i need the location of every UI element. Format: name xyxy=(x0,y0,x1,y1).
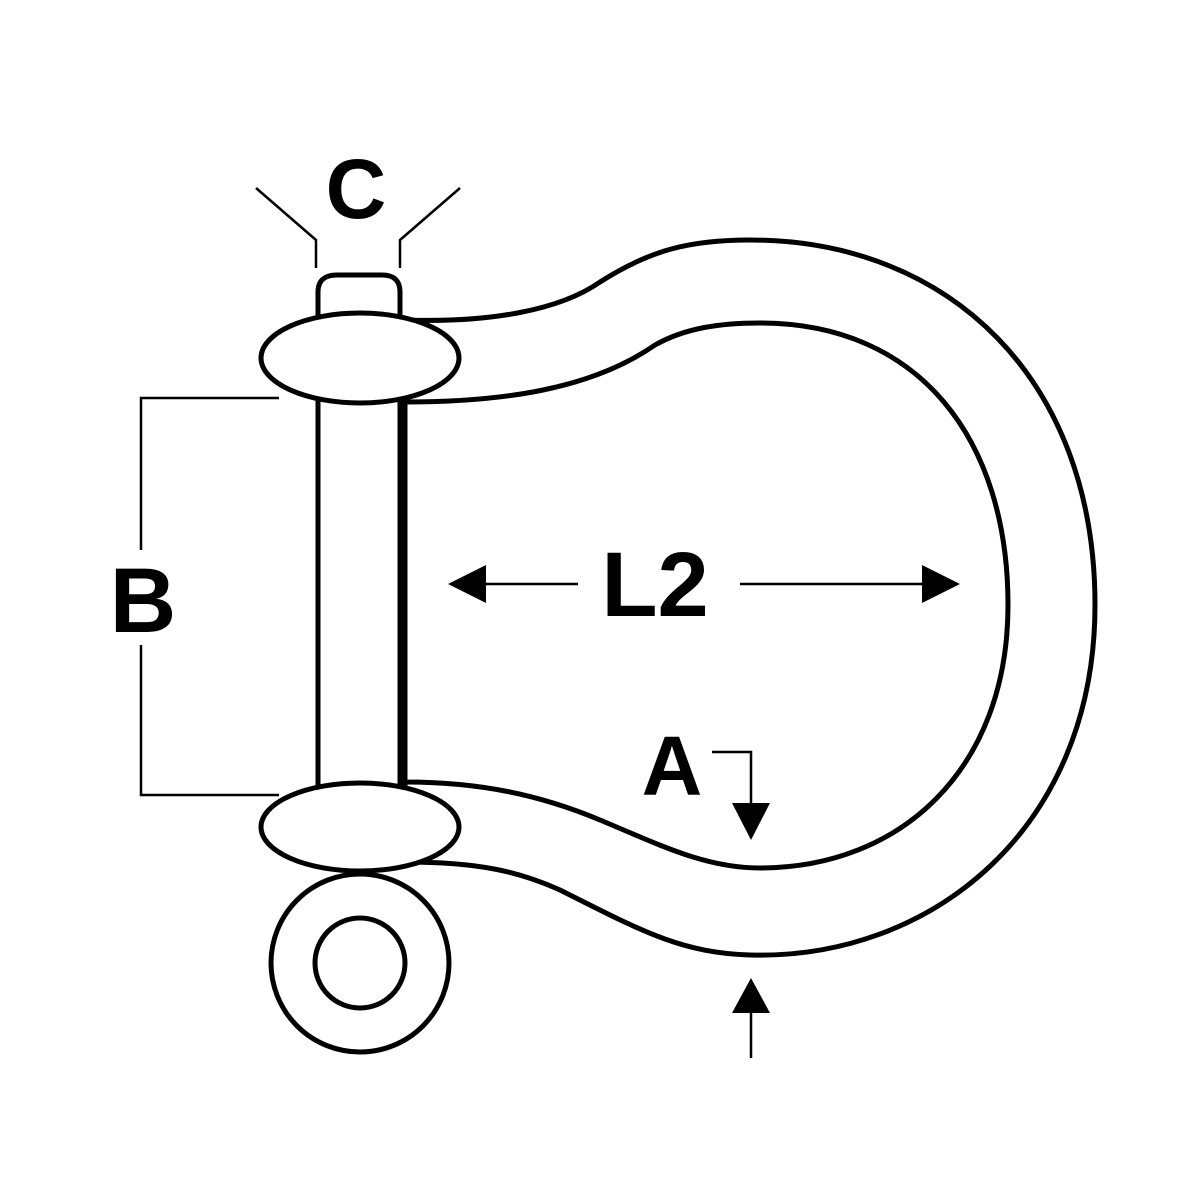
shackle-bow-inner xyxy=(402,320,1011,871)
dimension-a-top-leader xyxy=(712,750,753,808)
dimension-b-bracket-bottom xyxy=(139,645,279,797)
bottom-ear xyxy=(258,780,462,874)
dimension-c-label: C xyxy=(326,142,387,236)
dimension-a-top-arrowhead xyxy=(732,803,770,840)
dimension-l2-left-arrowhead xyxy=(448,565,486,603)
dimension-c-right-guide xyxy=(398,187,461,268)
dimension-l2-right-arrowhead xyxy=(922,565,960,603)
dimension-b-bracket-top xyxy=(139,396,279,550)
dimension-c-left-guide xyxy=(255,187,318,268)
top-ear xyxy=(258,310,462,406)
dimension-l2-label: L2 xyxy=(601,534,708,636)
pin-shank xyxy=(315,387,403,803)
dimension-a-label: A xyxy=(642,719,703,813)
dimension-a-bottom-arrowhead xyxy=(732,978,770,1013)
dimension-b-label: B xyxy=(110,550,176,652)
pin-eye-hole xyxy=(312,915,408,1011)
